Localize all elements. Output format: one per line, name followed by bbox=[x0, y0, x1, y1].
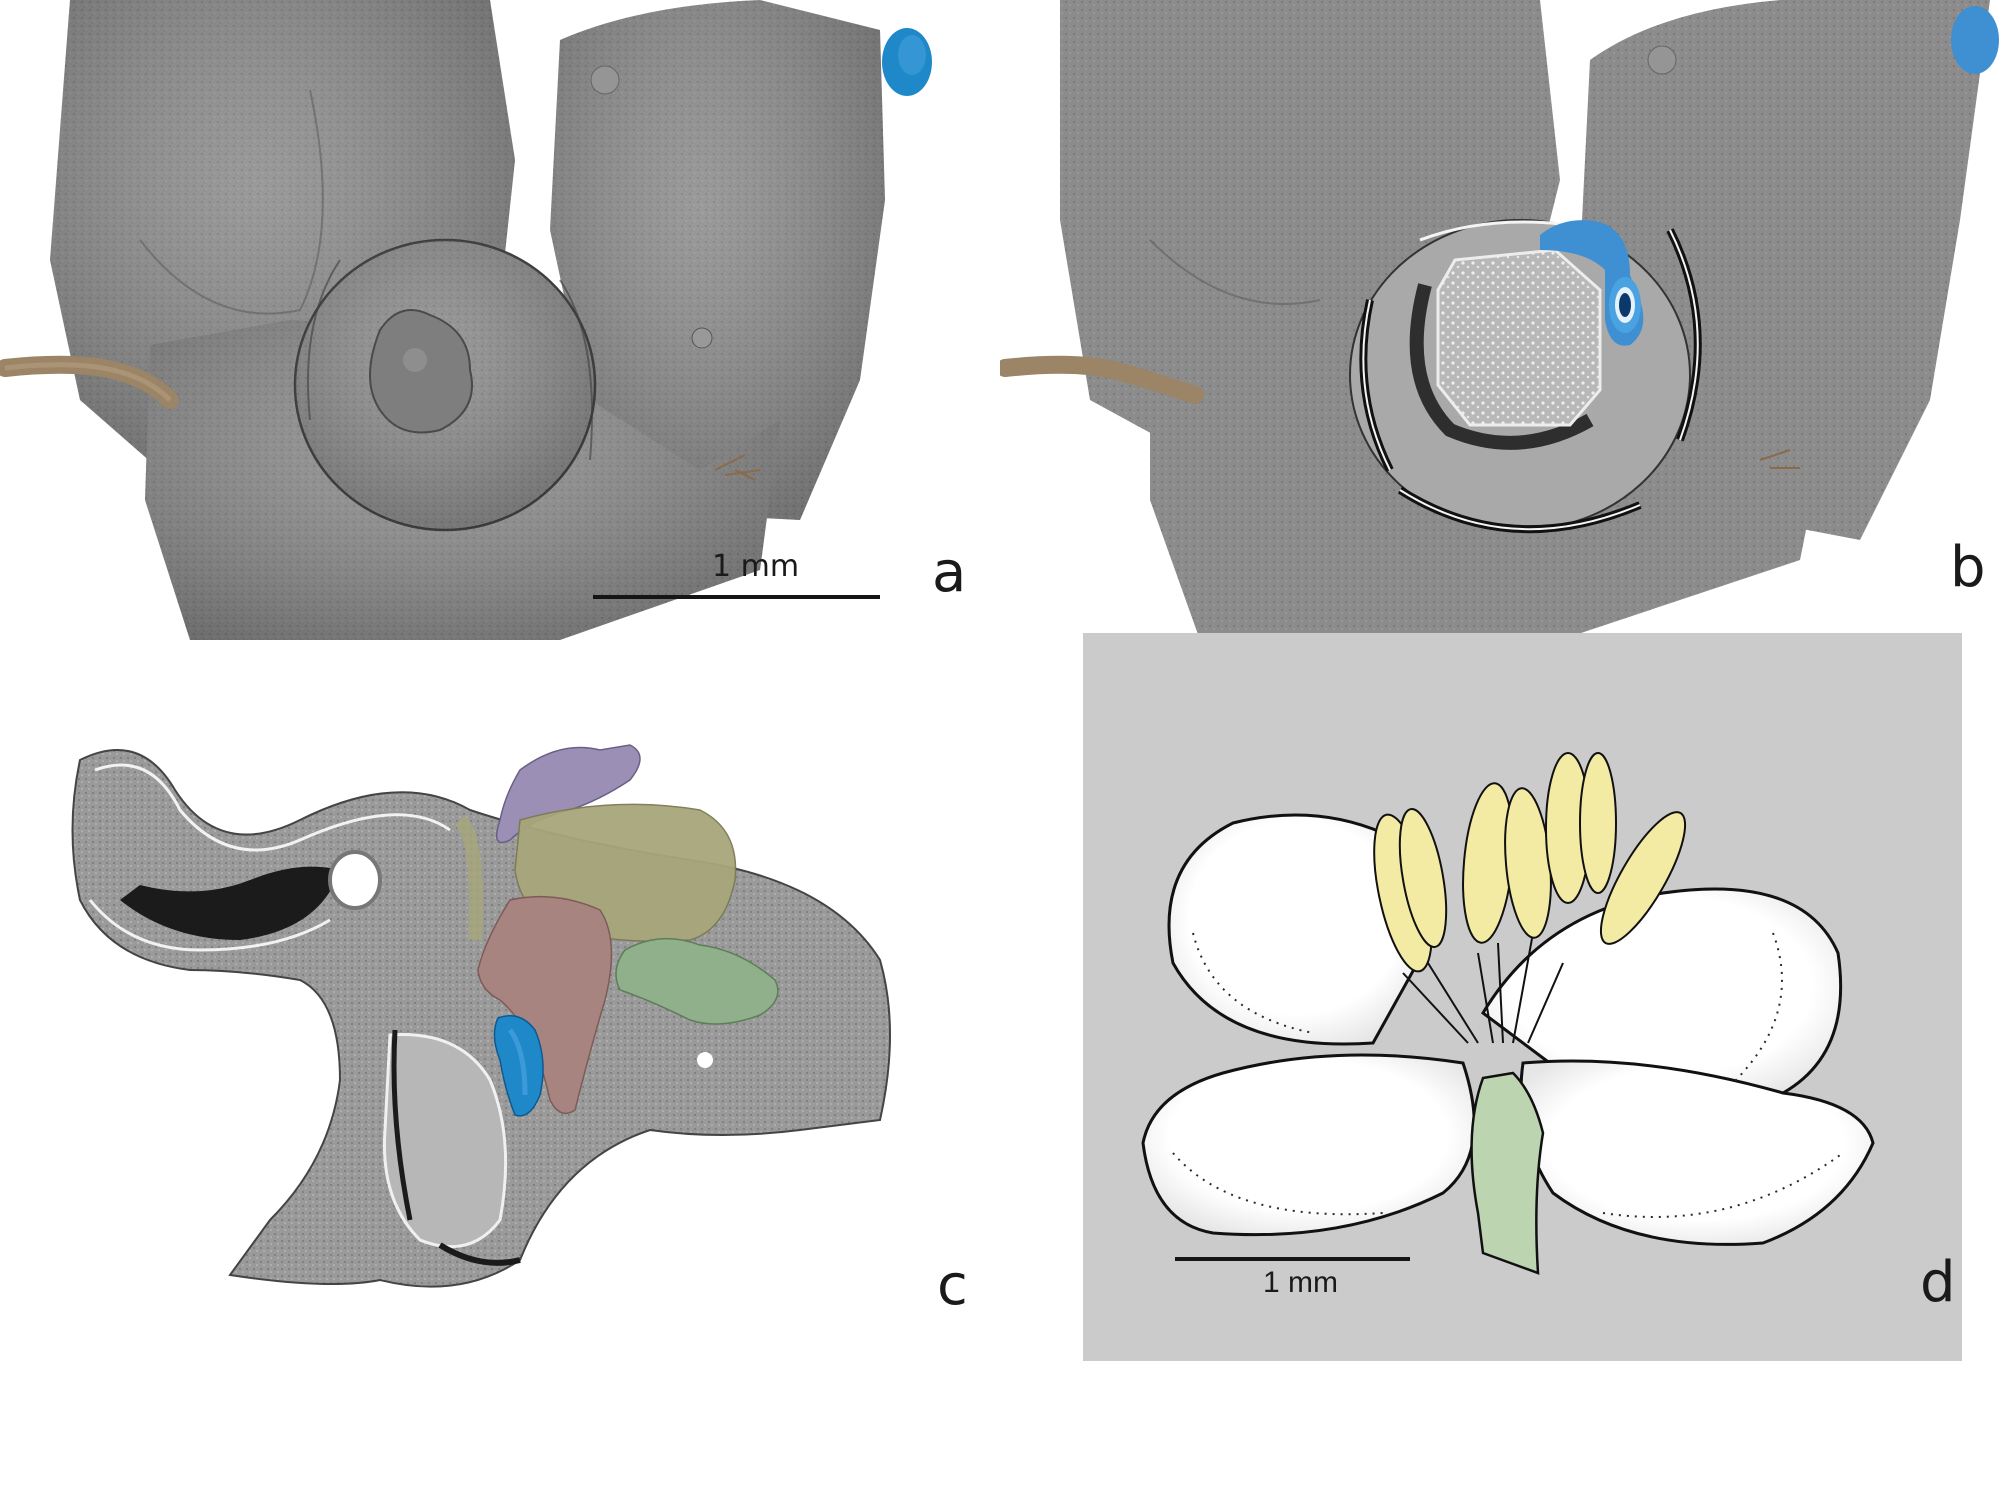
scale-bar-a bbox=[593, 595, 880, 599]
panel-label-b: b bbox=[1950, 535, 1986, 600]
panel-label-d: d bbox=[1920, 1250, 1956, 1315]
panel-c-image bbox=[0, 700, 1000, 1340]
fossil-flower-render-external bbox=[0, 0, 932, 640]
panel-a-image bbox=[0, 0, 980, 640]
scale-bar-d-label: 1 mm bbox=[1263, 1266, 1338, 1299]
segment-pink bbox=[477, 895, 613, 1115]
panel-b-image bbox=[1000, 0, 2008, 640]
longitudinal-section-segmented bbox=[71, 744, 891, 1288]
fossil-flower-render-sectioned bbox=[1000, 0, 1999, 640]
pedicel bbox=[1470, 1071, 1545, 1275]
anthers bbox=[1373, 752, 1687, 973]
scale-bar-a-label: 1 mm bbox=[712, 549, 800, 584]
segment-green bbox=[615, 937, 779, 1025]
panel-label-a: a bbox=[932, 540, 967, 605]
panel-d-image bbox=[1083, 633, 1962, 1361]
panel-label-c: c bbox=[937, 1253, 968, 1318]
segment-blue bbox=[493, 1015, 544, 1117]
flower-reconstruction-drawing bbox=[1141, 752, 1875, 1275]
scale-bar-d bbox=[1175, 1257, 1410, 1261]
